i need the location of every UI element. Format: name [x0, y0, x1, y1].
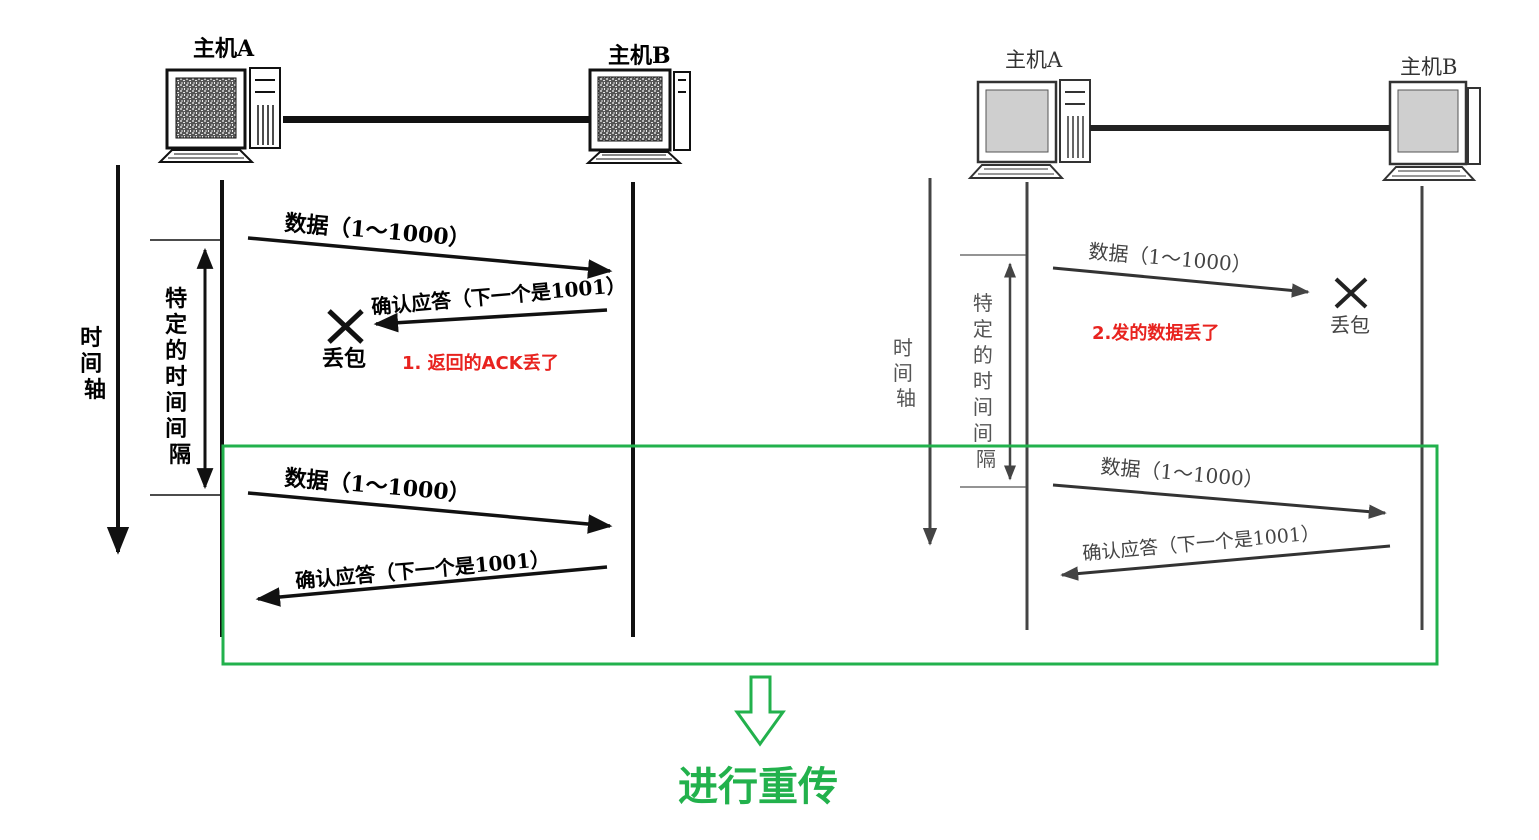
right-ack2-arrow [1060, 544, 1391, 581]
right-data1-arrow [1052, 266, 1310, 298]
left-host-a-label: 主机A [193, 36, 255, 62]
right-host-b-label: 主机B [1400, 55, 1457, 79]
left-interval-label: 特 定 的 时 间 间 隔 [165, 286, 195, 468]
right-annotation-data-lost: 2.发的数据丢了 [1092, 322, 1219, 344]
retransmit-result-label: 进行重传 [678, 764, 838, 810]
left-host-a-computer-icon [157, 67, 281, 163]
right-data1-label: 数据（1～1000） [1088, 239, 1253, 277]
left-ack1-arrow [373, 308, 608, 333]
left-lost-label: 丢包 [322, 346, 366, 372]
right-interval-label: 特 定 的 时 间 间 隔 [973, 291, 999, 471]
left-data1-label: 数据（1～1000） [283, 210, 471, 252]
left-data2-arrow [247, 491, 613, 534]
left-host-b-label: 主机B [608, 43, 671, 69]
left-lost-x-icon [327, 309, 364, 344]
left-time-axis-label: 时 间 轴 [80, 325, 110, 403]
left-data2-label: 数据（1～1000） [283, 465, 471, 507]
right-ack2-label: 确认应答（下一个是1001） [1082, 522, 1321, 565]
down-arrow-icon [734, 675, 786, 747]
right-network-link [1090, 125, 1390, 131]
right-lost-label: 丢包 [1330, 313, 1370, 337]
right-host-a-computer-icon [967, 79, 1091, 179]
left-annotation-ack-lost: 1. 返回的ACK丢了 [402, 352, 559, 374]
right-data2-arrow [1052, 483, 1387, 519]
right-diagram: 主机A 主机B 时 间 轴 特 定 的 时 间 间 隔 数据（1～1000） [893, 48, 1481, 630]
right-host-b-computer-icon [1381, 80, 1481, 181]
left-diagram: 主机A 主机B 时 间 轴 特 定 的 时 间 间 隔 数据（1～1000） [80, 36, 691, 637]
left-ack2-arrow [255, 565, 608, 607]
left-host-b-computer-icon [585, 68, 691, 164]
left-data1-arrow [247, 236, 613, 279]
right-host-a-label: 主机A [1005, 48, 1063, 72]
right-time-axis-label: 时 间 轴 [893, 336, 919, 410]
retransmission-highlight-box [221, 444, 1439, 666]
right-lost-x-icon [1334, 277, 1368, 309]
left-network-link [283, 116, 590, 123]
left-ack2-label: 确认应答（下一个是1001） [294, 547, 551, 593]
right-data2-label: 数据（1～1000） [1100, 454, 1265, 492]
